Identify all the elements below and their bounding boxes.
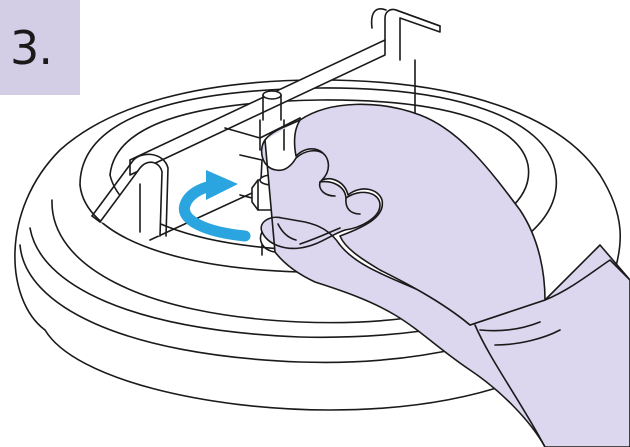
step-number-badge: 3. <box>0 0 80 95</box>
step-number: 3. <box>10 21 52 75</box>
